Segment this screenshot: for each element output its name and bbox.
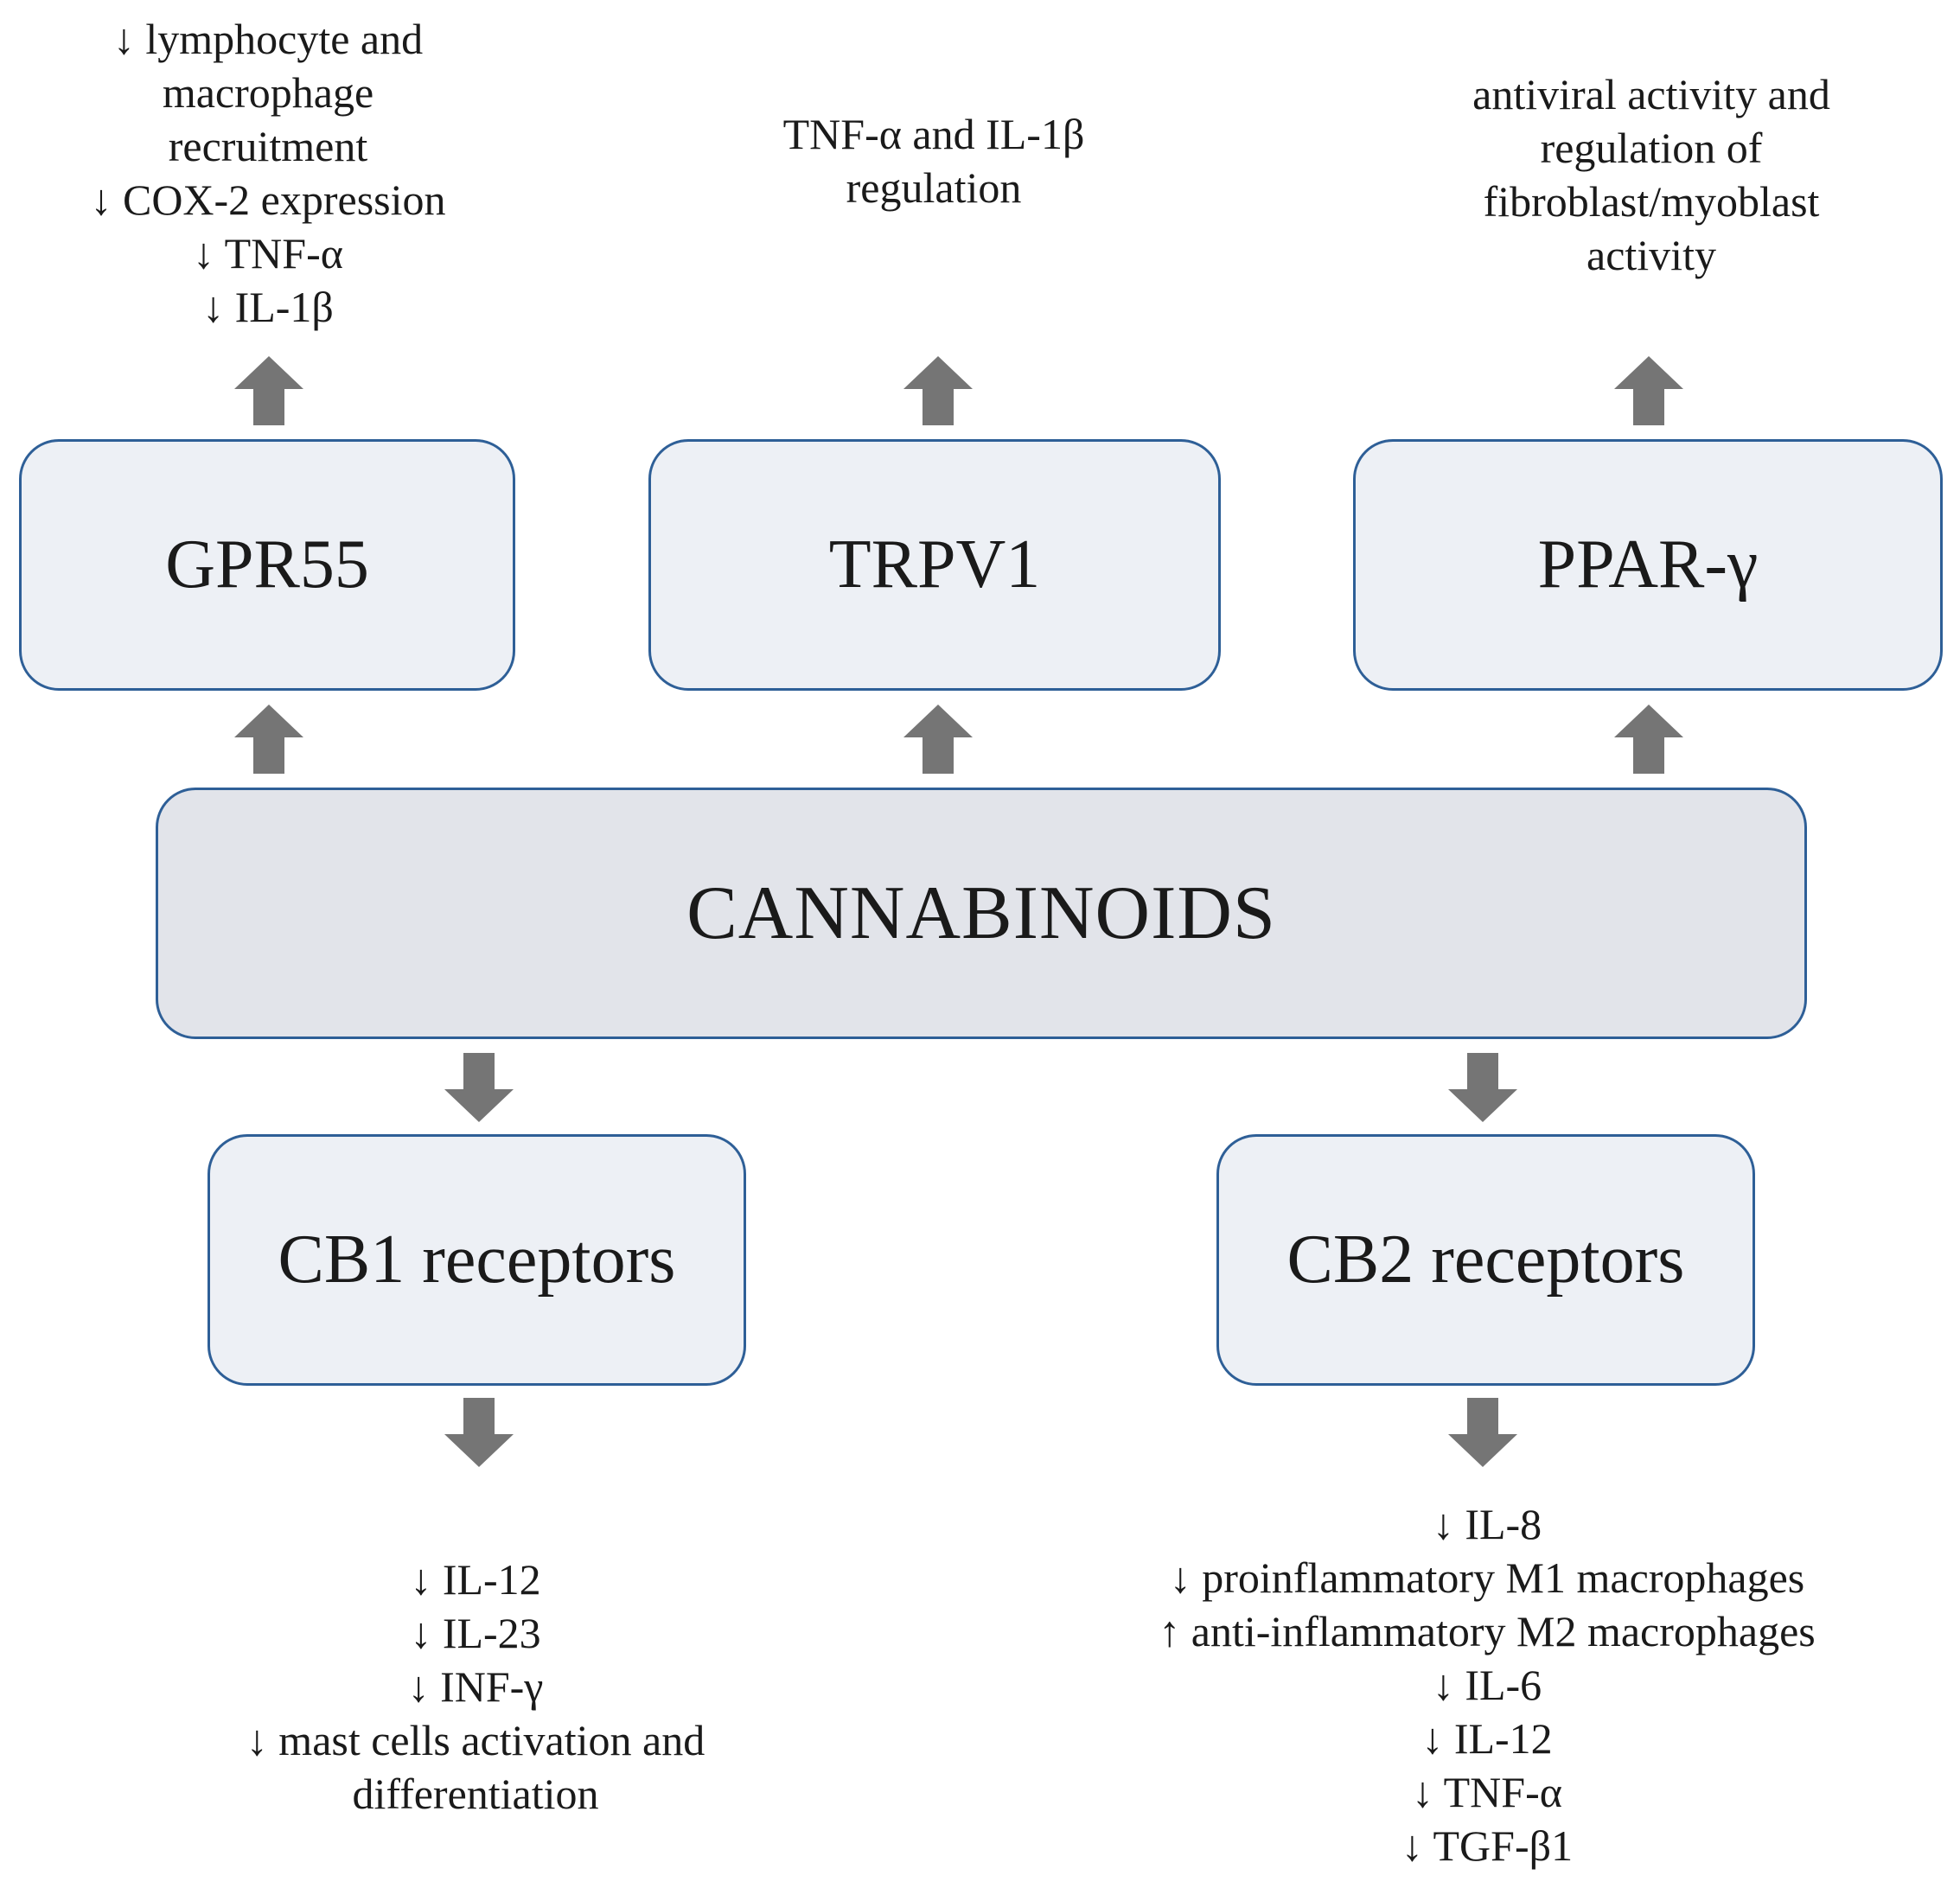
effect-line: fibroblast/myoblast [1483,177,1820,226]
effect-line: differentiation [352,1770,599,1818]
effect-line: macrophage [162,68,374,117]
cannabinoids-label: CANNABINOIDS [686,871,1276,955]
effect-line: ↓ mast cells activation and [246,1716,705,1764]
arrow-up-icon [234,356,303,425]
arrow-up-icon [903,356,973,425]
arrow-down-icon [1448,1053,1517,1122]
trpv1-box: TRPV1 [648,439,1221,691]
effect-line: ↓ IL-23 [410,1609,541,1657]
effect-line: antiviral activity and [1472,70,1830,118]
arrow-down-icon [444,1053,514,1122]
effect-line: ↓ COX-2 expression [90,175,446,224]
effect-line: activity [1587,231,1716,279]
effect-line: ↓ INF-γ [407,1662,544,1711]
gpr55-label: GPR55 [165,526,369,603]
cb2-box: CB2 receptors [1216,1134,1755,1386]
arrow-down-icon [1448,1398,1517,1467]
cb2-label: CB2 receptors [1286,1221,1685,1298]
effect-line: regulation of [1540,124,1763,172]
effect-line: ↓ TNF-α [1412,1768,1562,1816]
cb1-box: CB1 receptors [207,1134,746,1386]
ppar-gamma-label: PPAR-γ [1537,526,1759,603]
gpr55-effects: ↓ lymphocyte and macrophage recruitment … [35,12,501,334]
trpv1-effects: TNF-α and IL-1β regulation [718,107,1150,214]
effect-line: ↑ anti-inflammatory M2 macrophages [1159,1607,1816,1655]
cannabinoids-box: CANNABINOIDS [156,788,1807,1039]
cb1-label: CB1 receptors [278,1221,676,1298]
trpv1-label: TRPV1 [828,526,1041,603]
effect-line: ↓ proinflammatory M1 macrophages [1169,1553,1805,1602]
effect-line: ↓ IL-6 [1432,1661,1542,1709]
arrow-up-icon [903,705,973,774]
arrow-up-icon [1614,356,1683,425]
effect-line: ↓ IL-12 [410,1555,541,1604]
ppar-gamma-effects: antiviral activity and regulation of fib… [1418,67,1885,282]
effect-line: TNF-α and IL-1β [782,110,1085,158]
ppar-gamma-box: PPAR-γ [1353,439,1943,691]
effect-line: ↓ TGF-β1 [1401,1821,1574,1870]
arrow-up-icon [1614,705,1683,774]
arrow-down-icon [444,1398,514,1467]
gpr55-box: GPR55 [19,439,515,691]
effect-line: recruitment [168,122,368,170]
effect-line: ↓ IL-12 [1421,1714,1553,1763]
effect-line: ↓ IL-1β [202,283,334,331]
effect-line: ↓ lymphocyte and [112,15,424,63]
effect-line: regulation [846,163,1022,212]
cb2-effects: ↓ IL-8 ↓ proinflammatory M1 macrophages … [1072,1497,1902,1872]
cb1-effects: ↓ IL-12 ↓ IL-23 ↓ INF-γ ↓ mast cells act… [173,1553,778,1821]
effect-line: ↓ TNF-α [193,229,343,277]
arrow-up-icon [234,705,303,774]
effect-line: ↓ IL-8 [1432,1500,1542,1548]
